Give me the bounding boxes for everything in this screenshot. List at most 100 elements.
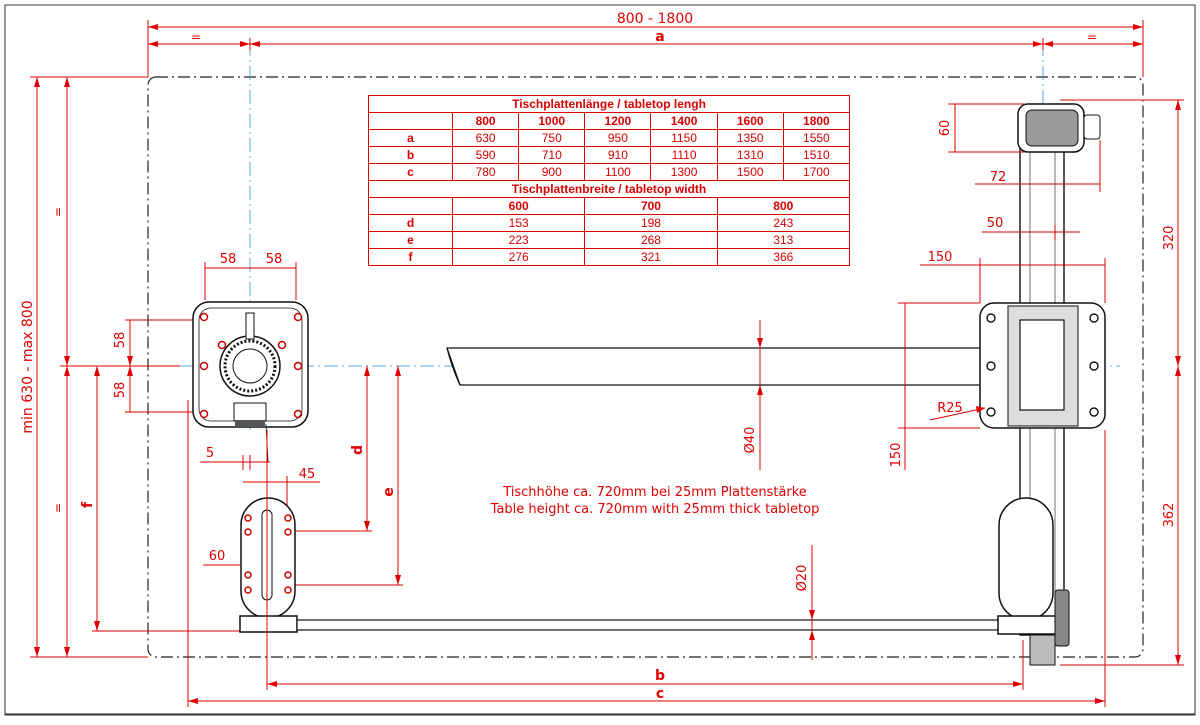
top-dimensions: 800 - 1800 a = =	[147, 11, 1144, 77]
support-arm: Ø40	[446, 320, 991, 470]
plate-width-58-right: 58	[266, 252, 283, 267]
overall-length-label: 800 - 1800	[617, 11, 693, 27]
table-cell: 366	[716, 248, 851, 266]
dim-150-horizontal-label: 150	[928, 250, 953, 265]
dim-72-label: 72	[990, 170, 1007, 185]
table-cell: 1500	[716, 163, 784, 181]
length-header: Tischplattenlänge / tabletop lengh	[368, 95, 850, 113]
corner-cell	[368, 197, 453, 215]
table-cell: 710	[518, 146, 586, 164]
dim-equal-right: =	[1087, 30, 1097, 44]
row-label: f	[368, 248, 453, 266]
dim-60-leg-label: 60	[209, 549, 226, 564]
right-mount-plate	[979, 302, 1106, 429]
dim-e-label: e	[381, 487, 397, 497]
overall-width-label: min 630 - max 800	[20, 300, 36, 433]
diameter-20-label: Ø20	[795, 565, 810, 592]
dim-b-label: b	[655, 668, 665, 684]
width-col: 700	[584, 197, 718, 215]
dim-a-label: a	[655, 29, 664, 45]
left-foot	[239, 497, 298, 633]
equal-upper-label: =	[51, 207, 65, 217]
table-cell: 1100	[584, 163, 652, 181]
table-cell: 780	[451, 163, 520, 181]
corner-cell	[368, 112, 453, 130]
table-row: f 276 321 366	[368, 248, 851, 266]
note-line-german: Tischhöhe ca. 720mm bei 25mm Plattenstär…	[503, 485, 807, 500]
table-height-note: Tischhöhe ca. 720mm bei 25mm Plattenstär…	[445, 484, 865, 518]
dim-f-label: f	[80, 501, 96, 508]
row-label: e	[368, 231, 453, 249]
row-label: c	[368, 163, 453, 181]
table-cell: 1550	[782, 129, 851, 147]
drawing-frame	[4, 4, 1196, 716]
dim-150-vertical-label: 150	[889, 443, 904, 468]
width-col: 600	[451, 197, 586, 215]
table-cell: 153	[451, 214, 586, 232]
left-dimensions: min 630 - max 800 = = f 58 58	[20, 76, 242, 658]
table-cell: 321	[584, 248, 718, 266]
plate-width-58-left: 58	[220, 252, 237, 267]
bottom-dimensions: b c	[187, 400, 1106, 707]
row-label: a	[368, 129, 453, 147]
tabletop-outline	[147, 76, 1144, 658]
dim-320-label: 320	[1162, 226, 1177, 251]
left-mount-plate: 58 58	[192, 252, 309, 463]
dim-45-label: 45	[299, 467, 316, 482]
right-foot	[997, 497, 1070, 647]
r25-label: R25	[937, 401, 963, 416]
row-label: b	[368, 146, 453, 164]
length-col: 800	[451, 112, 520, 130]
table-cell: 1350	[716, 129, 784, 147]
row-label: d	[368, 214, 453, 232]
dim-5-label: 5	[206, 446, 214, 461]
table-cell: 950	[584, 129, 652, 147]
table-cell: 313	[716, 231, 851, 249]
width-header-row: Tischplattenbreite / tabletop width	[368, 180, 850, 198]
diameter-40-label: Ø40	[743, 427, 758, 454]
table-cell: 590	[451, 146, 520, 164]
right-dimensions: 320 362 60 72 50 150 150 R25	[889, 99, 1184, 666]
table-cell: 1300	[650, 163, 718, 181]
dimension-table: Tischplattenlänge / tabletop lengh 800 1…	[368, 95, 851, 266]
table-cell: 910	[584, 146, 652, 164]
table-cell: 1700	[782, 163, 851, 181]
dim-c-label: c	[656, 686, 664, 702]
dim-58-upper: 58	[113, 332, 128, 349]
table-row: e 223 268 313	[368, 231, 851, 249]
dim-50-label: 50	[987, 216, 1004, 231]
width-cols-row: 600 700 800	[368, 197, 851, 215]
width-col: 800	[716, 197, 851, 215]
table-row: c 780 900 1100 1300 1500 1700	[368, 163, 851, 181]
dim-58-lower: 58	[113, 382, 128, 399]
dim-362-label: 362	[1162, 503, 1177, 528]
table-cell: 900	[518, 163, 586, 181]
dim-equal-left: =	[191, 30, 201, 44]
dim-60-right-label: 60	[938, 120, 953, 137]
table-row: a 630 750 950 1150 1350 1550	[368, 129, 851, 147]
note-line-english: Table height ca. 720mm with 25mm thick t…	[490, 502, 820, 517]
length-col: 1200	[584, 112, 652, 130]
d-e-dimensions: d e	[295, 366, 403, 586]
table-cell: 1110	[650, 146, 718, 164]
length-col: 1800	[782, 112, 851, 130]
bottom-crossbar	[296, 619, 1000, 631]
diameter-20-dim: Ø20	[795, 545, 815, 660]
width-header: Tischplattenbreite / tabletop width	[368, 180, 850, 198]
table-cell: 223	[451, 231, 586, 249]
table-cell: 1310	[716, 146, 784, 164]
table-cell: 276	[451, 248, 586, 266]
dim-d-label: d	[350, 445, 366, 455]
length-col: 1400	[650, 112, 718, 130]
table-row: b 590 710 910 1110 1310 1510	[368, 146, 851, 164]
table-cell: 243	[716, 214, 851, 232]
length-col: 1000	[518, 112, 586, 130]
leg-detail-dims: 5 45 60	[200, 446, 320, 595]
table-cell: 198	[584, 214, 718, 232]
length-header-row: Tischplattenlänge / tabletop lengh	[368, 95, 850, 113]
table-cell: 1510	[782, 146, 851, 164]
length-col: 1600	[716, 112, 784, 130]
length-cols-row: 800 1000 1200 1400 1600 1800	[368, 112, 851, 130]
table-cell: 1150	[650, 129, 718, 147]
